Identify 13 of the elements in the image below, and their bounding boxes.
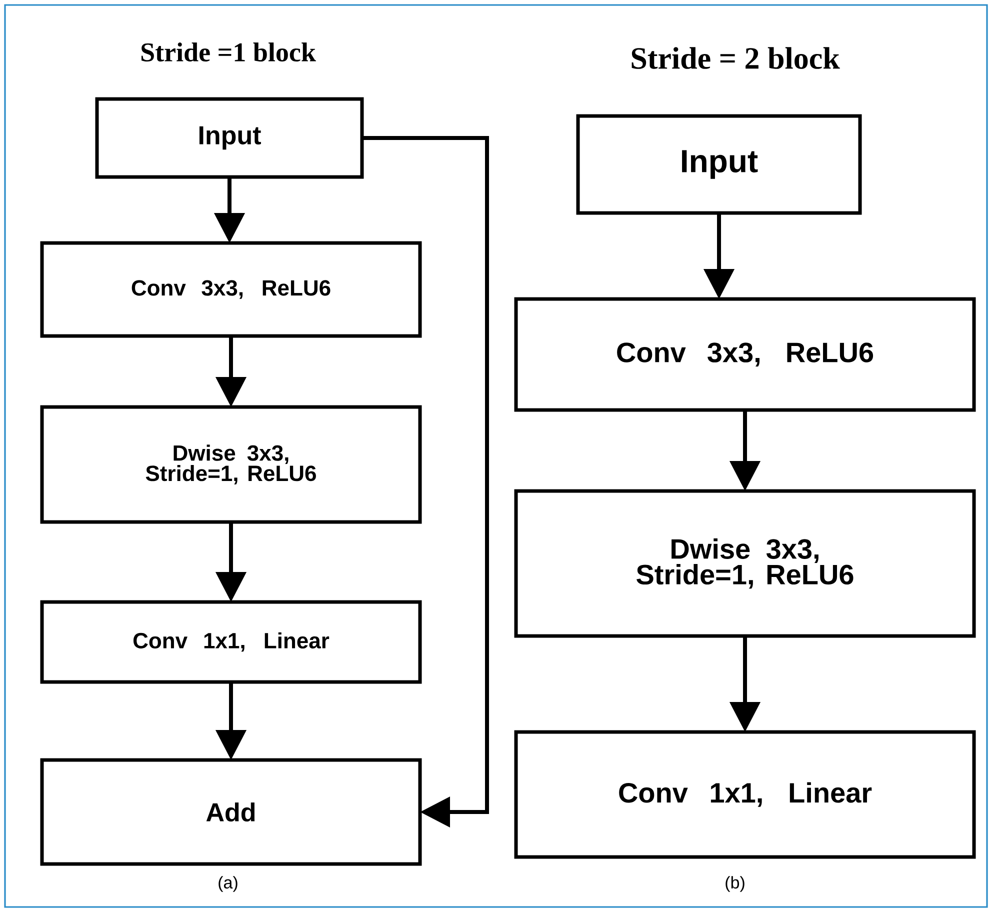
process-box: Conv 3x3, ReLU6 <box>40 241 422 338</box>
panel-caption: (b) <box>726 876 744 892</box>
input-box: Input <box>576 114 862 215</box>
input-box: Input <box>95 97 364 179</box>
process-box: Dwise 3x3, Stride=1, ReLU6 <box>514 489 976 638</box>
process-box: Conv 1x1, Linear <box>40 600 422 684</box>
process-box: Conv 1x1, Linear <box>514 730 976 859</box>
panel-title: Stride = 2 block <box>632 47 840 69</box>
process-box: Add <box>40 758 422 866</box>
arrow <box>362 136 489 828</box>
process-box: Conv 3x3, ReLU6 <box>514 297 976 412</box>
panel-title: Stride =1 block <box>142 42 316 62</box>
process-box: Dwise 3x3, Stride=1, ReLU6 <box>40 405 422 524</box>
